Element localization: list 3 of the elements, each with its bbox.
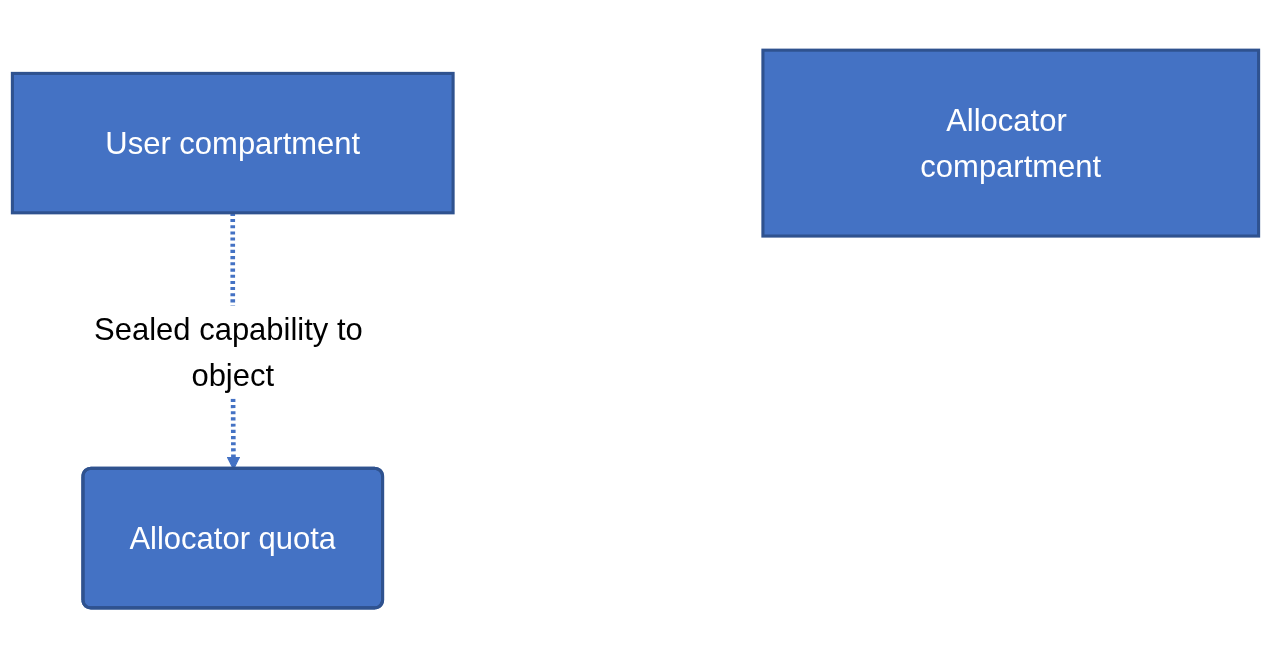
node-box: User compartment — [10, 71, 455, 215]
edge-label: Sealed capability to object — [94, 311, 363, 393]
node-box: Allocator compartment — [761, 48, 1261, 238]
